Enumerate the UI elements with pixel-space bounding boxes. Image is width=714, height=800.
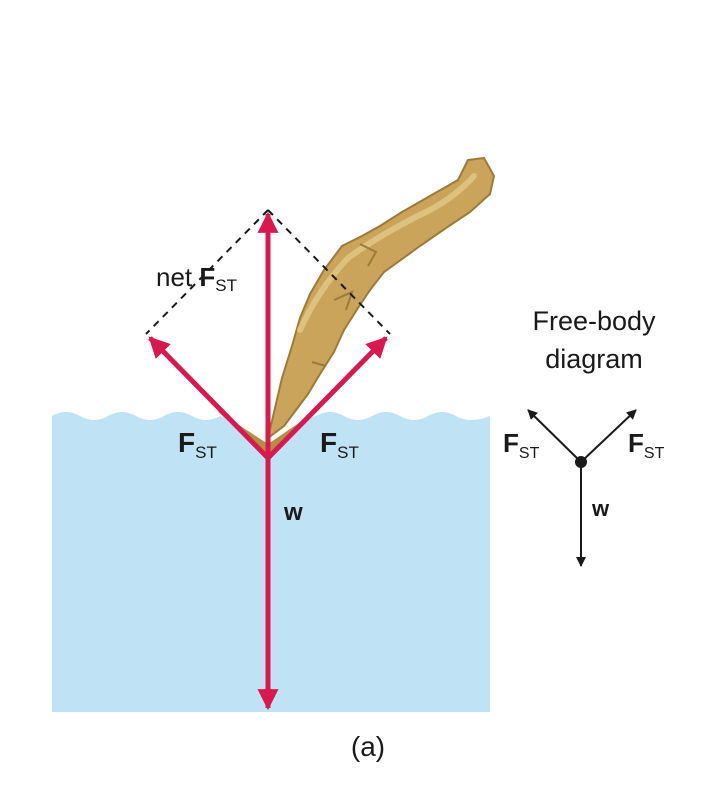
free-body-title-line1: Free-body — [532, 306, 656, 336]
right-force-symbol: F — [320, 427, 337, 458]
free-body-right-arrow — [580, 409, 637, 463]
stick-body — [267, 157, 495, 439]
net-force-prefix: net — [156, 262, 199, 292]
free-body-left-symbol: F — [503, 428, 519, 458]
free-body-weight-label: w — [591, 496, 610, 521]
free-body-right-label: FST — [628, 428, 665, 462]
stick — [216, 157, 495, 456]
stick-highlight — [297, 173, 477, 333]
right-force-subscript: ST — [337, 443, 359, 462]
left-force-subscript: ST — [195, 443, 217, 462]
left-force-symbol: F — [178, 427, 195, 458]
free-body-left-label: FST — [503, 428, 540, 462]
net-force-label: net FST — [156, 262, 237, 295]
stick-knot-1 — [333, 290, 354, 311]
free-body-diagram: Free-body diagram FST FST w — [503, 306, 665, 567]
stick-knot-2 — [359, 243, 378, 267]
right-surface-tension-arrow — [266, 336, 388, 460]
net-force-subscript: ST — [215, 276, 237, 295]
right-force-label: FST — [320, 427, 359, 462]
free-body-left-arrow — [527, 409, 582, 463]
net-force-symbol: F — [199, 262, 215, 292]
free-body-right-subscript: ST — [644, 445, 665, 462]
vector-parallelogram — [145, 209, 391, 335]
left-force-label: FST — [178, 427, 217, 462]
water-body — [52, 412, 490, 712]
free-body-title-line2: diagram — [545, 344, 643, 374]
free-body-point — [575, 456, 587, 468]
stick-knot-3 — [311, 361, 327, 367]
figure-caption: (a) — [351, 731, 385, 762]
weight-label: w — [283, 499, 303, 526]
free-body-right-symbol: F — [628, 428, 644, 458]
left-surface-tension-arrow — [148, 336, 270, 460]
free-body-left-subscript: ST — [519, 445, 540, 462]
